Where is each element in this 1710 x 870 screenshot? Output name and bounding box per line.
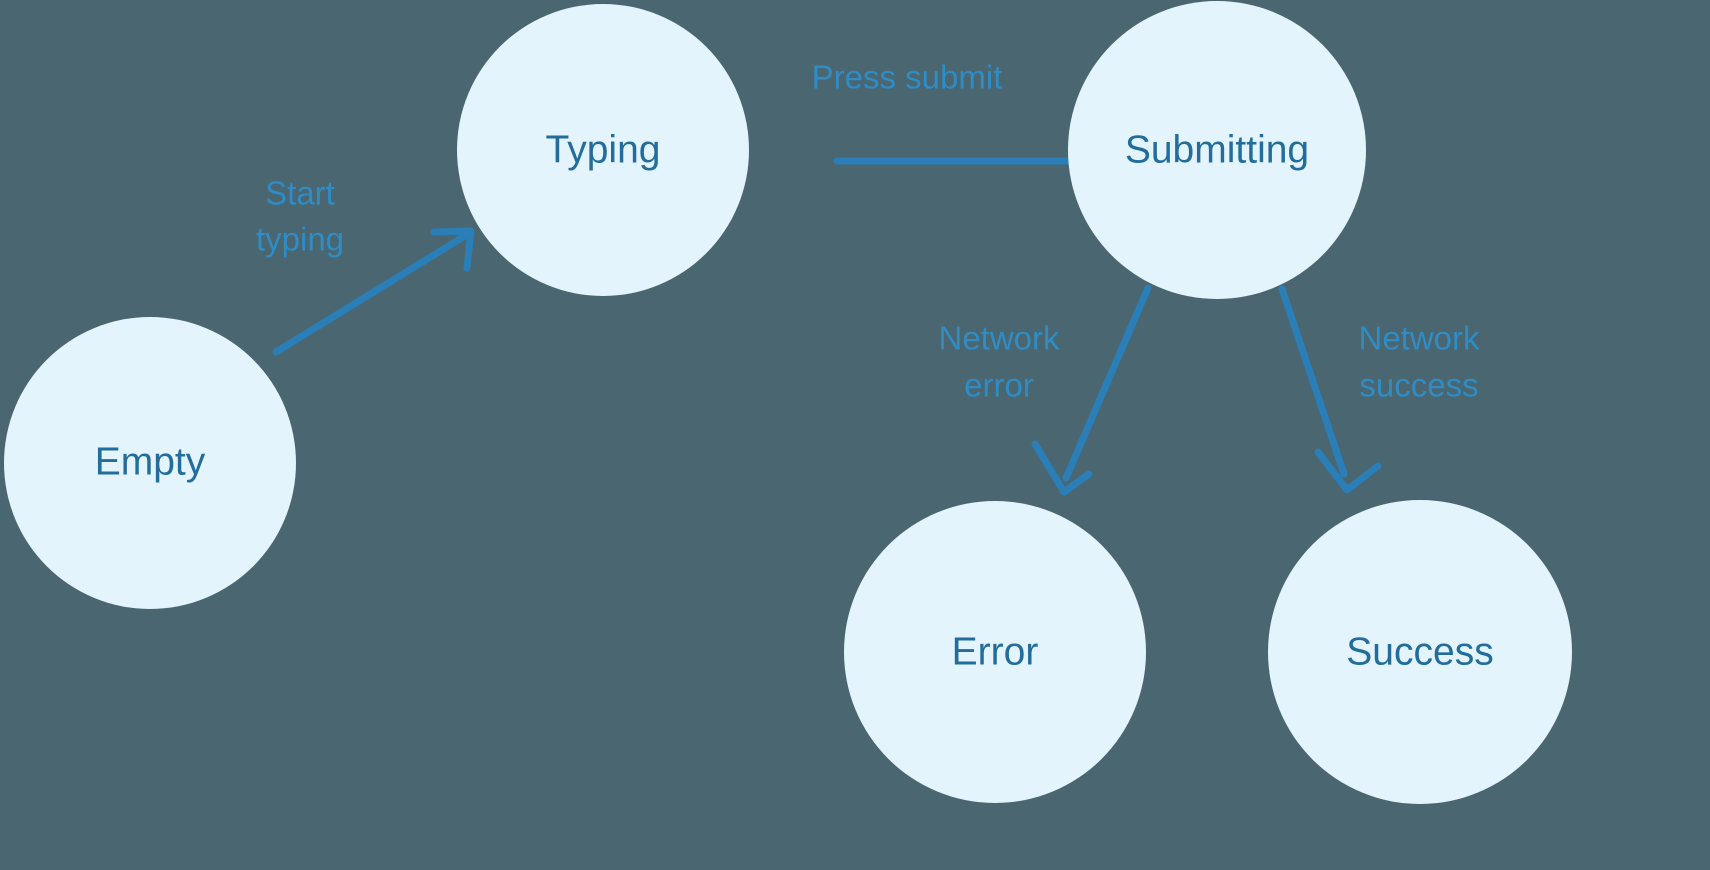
- edge-submitting-to-success-label-line2: success: [1359, 367, 1478, 404]
- edge-submitting-to-success: Network success: [1278, 285, 1480, 494]
- edge-empty-to-typing-label-line2: typing: [256, 221, 344, 258]
- node-typing[interactable]: Typing: [457, 4, 749, 296]
- edge-empty-to-typing-label-line1: Start: [265, 175, 335, 212]
- node-error-label: Error: [952, 630, 1039, 673]
- edge-submitting-to-error: Network error: [938, 284, 1152, 496]
- node-error-circle[interactable]: [844, 501, 1146, 803]
- edge-submitting-to-error-arrowhead: [1031, 440, 1093, 496]
- edge-submitting-to-error-label-line1: Network: [938, 320, 1060, 357]
- edge-empty-to-typing: Start typing: [256, 175, 475, 356]
- node-submitting-label: Submitting: [1125, 128, 1309, 171]
- edge-empty-to-typing-line: [272, 230, 472, 356]
- node-success[interactable]: Success: [1268, 500, 1572, 804]
- node-empty[interactable]: Empty: [4, 317, 296, 609]
- node-error[interactable]: Error: [844, 501, 1146, 803]
- edge-submitting-to-error-label-line2: error: [964, 367, 1034, 404]
- node-typing-label: Typing: [546, 128, 661, 171]
- edge-typing-to-submitting: Press submit: [812, 59, 1149, 197]
- node-success-circle[interactable]: [1268, 500, 1572, 804]
- edge-submitting-to-error-line: [1062, 284, 1152, 482]
- edge-typing-to-submitting-label: Press submit: [812, 59, 1003, 96]
- node-empty-circle[interactable]: [4, 317, 296, 609]
- node-typing-circle[interactable]: [457, 4, 749, 296]
- node-submitting[interactable]: Submitting: [1068, 1, 1366, 299]
- node-success-label: Success: [1346, 630, 1493, 673]
- edge-submitting-to-success-line: [1278, 285, 1348, 478]
- edge-submitting-to-success-label-line1: Network: [1358, 320, 1480, 357]
- edge-submitting-to-success-arrowhead: [1314, 448, 1382, 494]
- node-submitting-circle[interactable]: [1068, 1, 1366, 299]
- node-empty-label: Empty: [95, 440, 206, 483]
- edge-empty-to-typing-arrowhead: [430, 227, 475, 272]
